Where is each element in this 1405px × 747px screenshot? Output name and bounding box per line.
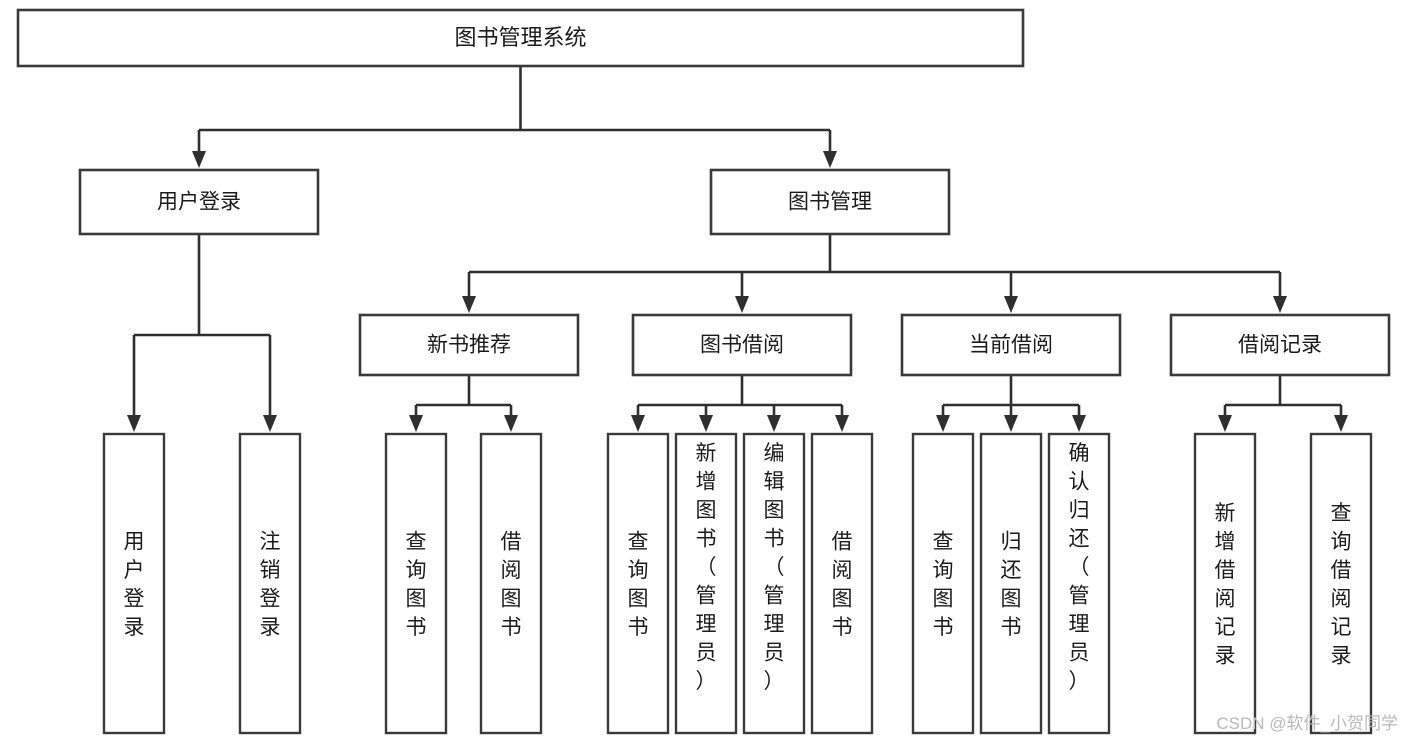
root-node-label: 图书管理系统 (454, 25, 586, 50)
leaf-label: 借阅图书 (501, 531, 522, 640)
arrow-head-icon (936, 415, 950, 432)
level3-node-2-box (900, 313, 1122, 377)
leaf-label: 编辑图书（管理员） (764, 442, 785, 693)
arrow-head-icon (1218, 415, 1232, 432)
arrow-head-icon (192, 151, 206, 168)
leaf-box (384, 432, 448, 735)
arrow-head-icon (767, 415, 781, 432)
leaf-label: 查询图书 (628, 531, 649, 640)
leaf-box (1309, 432, 1373, 735)
leaf-box (606, 432, 670, 735)
leaf-box (1193, 432, 1257, 735)
level3-node-1-label: 图书借阅 (700, 334, 784, 357)
level2-node-0-box (78, 168, 320, 236)
arrow-head-icon (1334, 415, 1348, 432)
leaf-label: 注销登录 (260, 531, 281, 640)
leaf-label: 查询借阅记录 (1331, 502, 1352, 668)
level3-node-0-box (358, 313, 580, 377)
arrow-head-icon (699, 415, 713, 432)
arrow-head-icon (462, 296, 476, 313)
leaf-label: 新增借阅记录 (1215, 502, 1236, 668)
connector-layer (127, 66, 1348, 432)
leaf-box (1047, 432, 1111, 735)
level3-node-1-box (631, 313, 853, 377)
leaf-label: 用户登录 (124, 531, 145, 640)
leaf-box (979, 432, 1043, 735)
root-node-box (16, 8, 1025, 68)
leaf-label: 借阅图书 (832, 531, 853, 640)
leaf-box (810, 432, 874, 735)
arrow-head-icon (735, 296, 749, 313)
arrow-head-icon (1004, 296, 1018, 313)
leaf-box (102, 432, 166, 735)
leaf-box (742, 432, 806, 735)
arrow-head-icon (1004, 415, 1018, 432)
arrow-head-icon (823, 151, 837, 168)
leaf-label: 确认归还（管理员） (1069, 442, 1090, 693)
arrow-head-icon (409, 415, 423, 432)
leaf-box (238, 432, 302, 735)
leaf-label: 归还图书 (1001, 531, 1022, 640)
arrow-head-icon (504, 415, 518, 432)
leaf-label: 新增图书（管理员） (696, 442, 717, 693)
leaf-box (911, 432, 975, 735)
level2-node-1-box (709, 168, 951, 236)
arrow-head-icon (1072, 415, 1086, 432)
arrow-head-icon (631, 415, 645, 432)
csdn-watermark: CSDN @软件_小贺同学 (1216, 714, 1398, 733)
arrow-head-icon (1273, 296, 1287, 313)
leaf-box (674, 432, 738, 735)
level3-node-2-label: 当前借阅 (969, 334, 1053, 357)
arrow-head-icon (127, 415, 141, 432)
arrow-head-icon (835, 415, 849, 432)
level2-node-0-label: 用户登录 (157, 191, 241, 214)
node-layer: 图书管理系统用户登录图书管理新书推荐图书借阅当前借阅借阅记录用户登录注销登录查询… (16, 8, 1391, 735)
level2-node-1-label: 图书管理 (788, 191, 872, 214)
leaf-box (479, 432, 543, 735)
level3-node-3-label: 借阅记录 (1238, 334, 1322, 357)
level3-node-3-box (1169, 313, 1391, 377)
arrow-head-icon (263, 415, 277, 432)
level3-node-0-label: 新书推荐 (427, 334, 511, 357)
leaf-label: 查询图书 (406, 531, 427, 640)
leaf-label: 查询图书 (933, 531, 954, 640)
